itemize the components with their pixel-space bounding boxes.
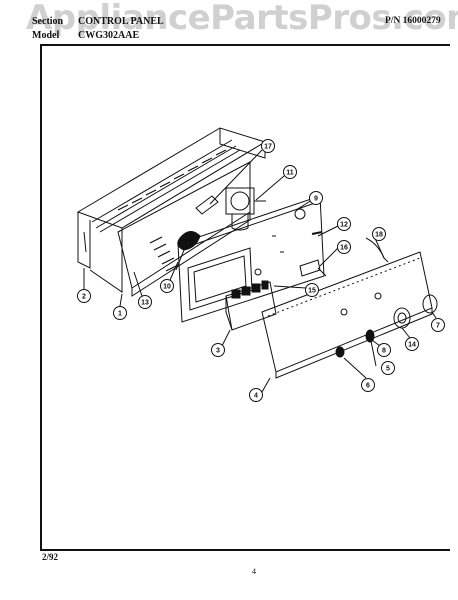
callout-6: 6 [361,378,375,392]
callout-label: 8 [382,348,386,355]
callout-1: 1 [113,306,127,320]
section-label: Section [32,16,64,27]
rear-housing [76,127,267,293]
callout-3: 3 [211,343,225,357]
callout-8: 8 [377,343,391,357]
callout-17: 17 [261,139,275,153]
callout-label: 9 [314,196,318,203]
model-label: Model [32,30,60,41]
callout-2: 2 [77,289,91,303]
callout-label: 11 [286,170,294,177]
callout-14: 14 [405,337,419,351]
site-watermark: AppliancePartsPros.com [26,0,458,38]
callout-label: 5 [386,366,390,373]
callout-label: 16 [340,245,348,252]
callout-label: 10 [163,284,171,291]
front-console-panel [261,251,433,379]
revision-date: 2/92 [42,552,59,562]
callout-4: 4 [249,388,263,402]
callout-13: 13 [138,295,152,309]
model-value: CWG302AAE [78,30,140,41]
header-rule [40,44,450,46]
vent-slots [117,149,227,272]
callout-label: 1 [118,311,122,318]
callout-label: 14 [408,342,416,349]
switch-block [225,280,277,331]
section-value: CONTROL PANEL [78,16,164,27]
callout-12: 12 [337,217,351,231]
callout-5: 5 [381,361,395,375]
callout-label: 17 [264,144,272,151]
timer-motor [225,187,266,231]
callout-label: 4 [254,393,258,400]
callout-label: 15 [308,288,316,295]
callout-9: 9 [309,191,323,205]
screw [311,231,323,235]
page-number: 4 [252,567,256,576]
callout-10: 10 [160,279,174,293]
callout-18: 18 [372,227,386,241]
callout-label: 7 [436,323,440,330]
timer-bracket [195,195,219,215]
small-bracket [299,259,321,277]
callout-15: 15 [305,283,319,297]
callout-label: 2 [82,294,86,301]
control-plate [177,195,325,323]
callout-label: 6 [366,383,370,390]
callout-16: 16 [337,240,351,254]
callout-label: 13 [141,300,149,307]
leader-lines [83,149,437,393]
footer-rule [40,549,450,551]
part-number: P/N 16000279 [385,16,441,26]
callout-label: 12 [340,222,348,229]
callout-7: 7 [431,318,445,332]
left-frame-rule [40,44,42,549]
callout-label: 3 [216,348,220,355]
callout-11: 11 [283,165,297,179]
mounting-panel [117,161,251,297]
callout-label: 18 [375,232,383,239]
